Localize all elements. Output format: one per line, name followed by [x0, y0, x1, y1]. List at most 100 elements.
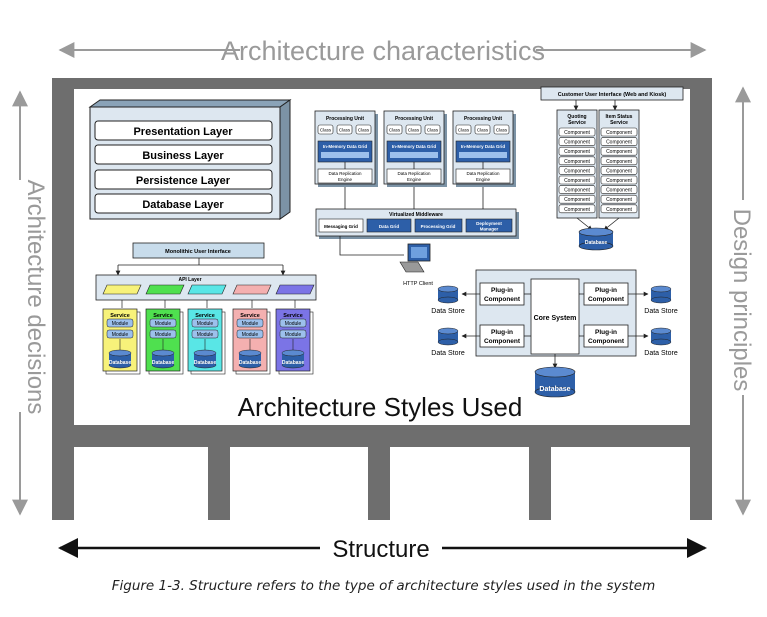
svg-text:Processing Unit: Processing Unit [395, 116, 433, 122]
svg-text:Class: Class [339, 128, 351, 133]
component-label: Component [606, 197, 632, 203]
svg-text:Class: Class [427, 128, 439, 133]
module-label: Module [285, 321, 302, 327]
center-label: Architecture Styles Used [238, 392, 523, 422]
component-column: ComponentComponentComponentComponentComp… [558, 127, 596, 214]
component-box [558, 137, 596, 146]
right-principles-arrow: Design principles [728, 86, 755, 516]
svg-text:Processing Unit: Processing Unit [326, 116, 364, 122]
svg-text:Data Store: Data Store [644, 350, 678, 357]
database-icon [281, 349, 305, 357]
component-box [558, 204, 596, 214]
svg-text:Messaging Grid: Messaging Grid [324, 224, 358, 229]
svg-text:Class: Class [408, 128, 420, 133]
component-label: Component [564, 188, 590, 194]
microservices-database: Database [578, 227, 614, 251]
component-box [558, 185, 596, 194]
component-label: Component [564, 149, 590, 155]
database-body [109, 353, 131, 365]
module-box [236, 318, 264, 328]
component-box [558, 156, 596, 166]
api-endpoint [232, 284, 272, 295]
module-label: Module [155, 332, 172, 338]
database-icon [151, 349, 175, 357]
module-box [149, 329, 177, 339]
microkernel-database: Database [534, 366, 576, 398]
module-box [106, 318, 134, 328]
api-endpoint [187, 284, 227, 295]
database-bottom [238, 361, 262, 369]
component-label: Component [564, 207, 590, 213]
module-box [149, 318, 177, 328]
database-body [194, 353, 216, 365]
component-label: Component [606, 149, 632, 155]
svg-text:Component: Component [484, 296, 521, 303]
svg-text:Class: Class [389, 128, 401, 133]
module-label: Module [197, 321, 214, 327]
space-based-architecture: Processing Unit Class Class Class In-Mem… [314, 110, 519, 287]
svg-text:Plug-in: Plug-in [491, 287, 513, 294]
module-label: Module [197, 332, 214, 338]
svg-text:Data Replication: Data Replication [466, 171, 500, 176]
svg-text:HTTP Client: HTTP Client [403, 281, 433, 287]
svg-text:Processing Unit: Processing Unit [464, 116, 502, 122]
component-label: Component [564, 140, 590, 146]
svg-text:Component: Component [484, 338, 521, 345]
processing-unit: Processing Unit Class Class Class In-Mem… [383, 110, 447, 187]
svg-text:Data Replication: Data Replication [397, 171, 431, 176]
database-label: Database [194, 360, 216, 366]
svg-text:Presentation Layer: Presentation Layer [133, 126, 233, 138]
database-body [239, 353, 261, 365]
component-box [558, 127, 596, 137]
database-icon [108, 349, 132, 357]
database-label: Database [282, 360, 304, 366]
component-box [558, 166, 596, 175]
database-label: Database [152, 360, 174, 366]
database-bottom [193, 361, 217, 369]
svg-text:Database Layer: Database Layer [142, 199, 224, 211]
microkernel-architecture: Core System Plug-in Component Plug-in Co… [431, 269, 678, 398]
component-label: Component [606, 188, 632, 194]
svg-text:Customer User Interface (Web a: Customer User Interface (Web and Kiosk) [558, 92, 667, 98]
data-store-icon: Data Store [644, 327, 678, 357]
svg-text:Monolithic User Interface: Monolithic User Interface [165, 249, 231, 255]
svg-text:Engine: Engine [407, 177, 422, 182]
service-based-architecture: Monolithic User Interface API Layer Serv… [95, 242, 317, 375]
svg-text:Processing Grid: Processing Grid [421, 224, 456, 229]
component-box [600, 137, 638, 146]
service-label: Service [283, 313, 303, 319]
microservices-architecture: Customer User Interface (Web and Kiosk) … [540, 86, 684, 251]
component-box [558, 146, 596, 156]
component-label: Component [606, 140, 632, 146]
component-box [600, 127, 638, 137]
component-box [600, 194, 638, 204]
svg-text:In-Memory Data Grid: In-Memory Data Grid [323, 144, 368, 149]
component-label: Component [564, 168, 590, 174]
bottom-structure-arrow: Structure [58, 536, 707, 563]
component-box [600, 204, 638, 214]
svg-text:Deployment: Deployment [476, 221, 502, 226]
svg-text:In-Memory Data Grid: In-Memory Data Grid [392, 144, 437, 149]
component-box [600, 166, 638, 175]
component-box [558, 194, 596, 204]
svg-text:Class: Class [320, 128, 332, 133]
component-label: Component [606, 159, 632, 165]
service-label: Service [110, 313, 130, 319]
http-client: HTTP Client [399, 243, 433, 287]
svg-text:Data Store: Data Store [431, 308, 465, 315]
component-label: Component [606, 178, 632, 184]
module-box [106, 329, 134, 339]
svg-text:Persistence Layer: Persistence Layer [136, 175, 231, 187]
api-endpoint [275, 284, 315, 295]
processing-unit: Processing Unit Class Class Class In-Mem… [452, 110, 516, 187]
component-label: Component [564, 130, 590, 136]
module-label: Module [112, 332, 129, 338]
data-store-icon: Data Store [644, 285, 678, 315]
top-characteristics-arrow: Architecture characteristics [58, 36, 707, 66]
service-label: Service [153, 313, 173, 319]
api-endpoint [145, 284, 185, 295]
processing-unit: Processing Unit Class Class Class In-Mem… [314, 110, 378, 187]
top-label: Architecture characteristics [221, 36, 545, 66]
svg-text:Business Layer: Business Layer [142, 150, 224, 162]
data-store-icon: Data Store [431, 327, 465, 357]
